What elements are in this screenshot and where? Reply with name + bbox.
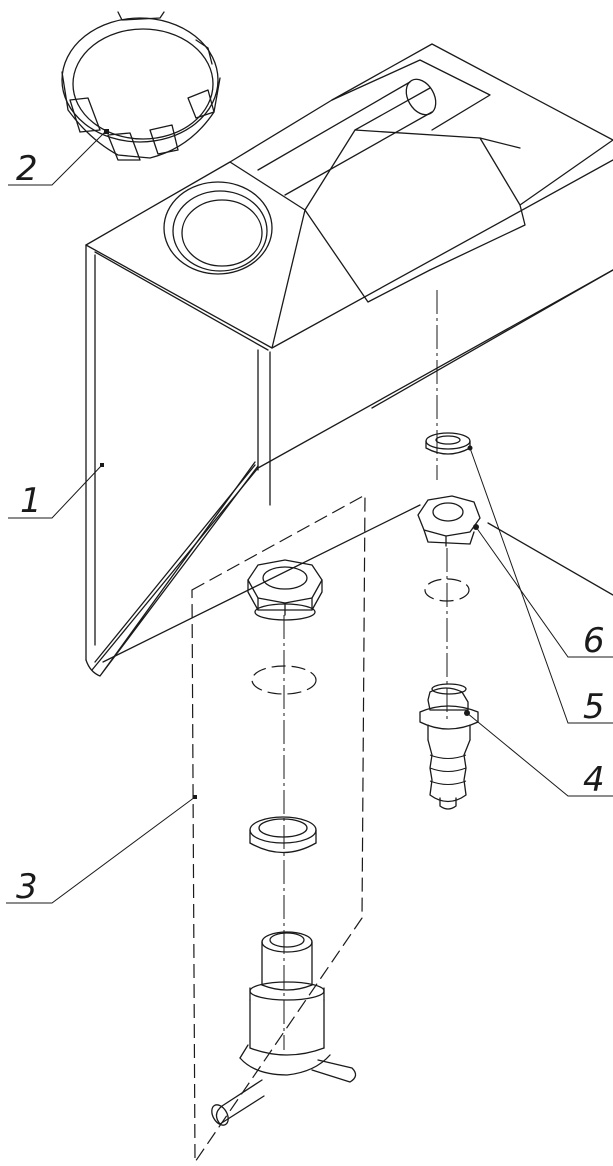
tank-body (85, 43, 613, 677)
valve-gasket (249, 816, 317, 854)
callout-label-4: 4 (583, 760, 605, 800)
filler-cap (61, 11, 221, 161)
callout-label-6: 6 (583, 621, 605, 661)
drain-valve-assembly (191, 493, 366, 1164)
callout-label-1: 1 (20, 481, 42, 521)
washer (425, 432, 471, 455)
callout-label-2: 2 (16, 149, 38, 189)
valve-body (211, 931, 357, 1126)
hose-fitting (419, 683, 479, 810)
callout-label-3: 3 (16, 867, 38, 907)
callout-label-5: 5 (583, 687, 605, 727)
callout-leaders (6, 129, 613, 904)
valve-hex-nut (247, 559, 323, 621)
nut (417, 495, 481, 720)
